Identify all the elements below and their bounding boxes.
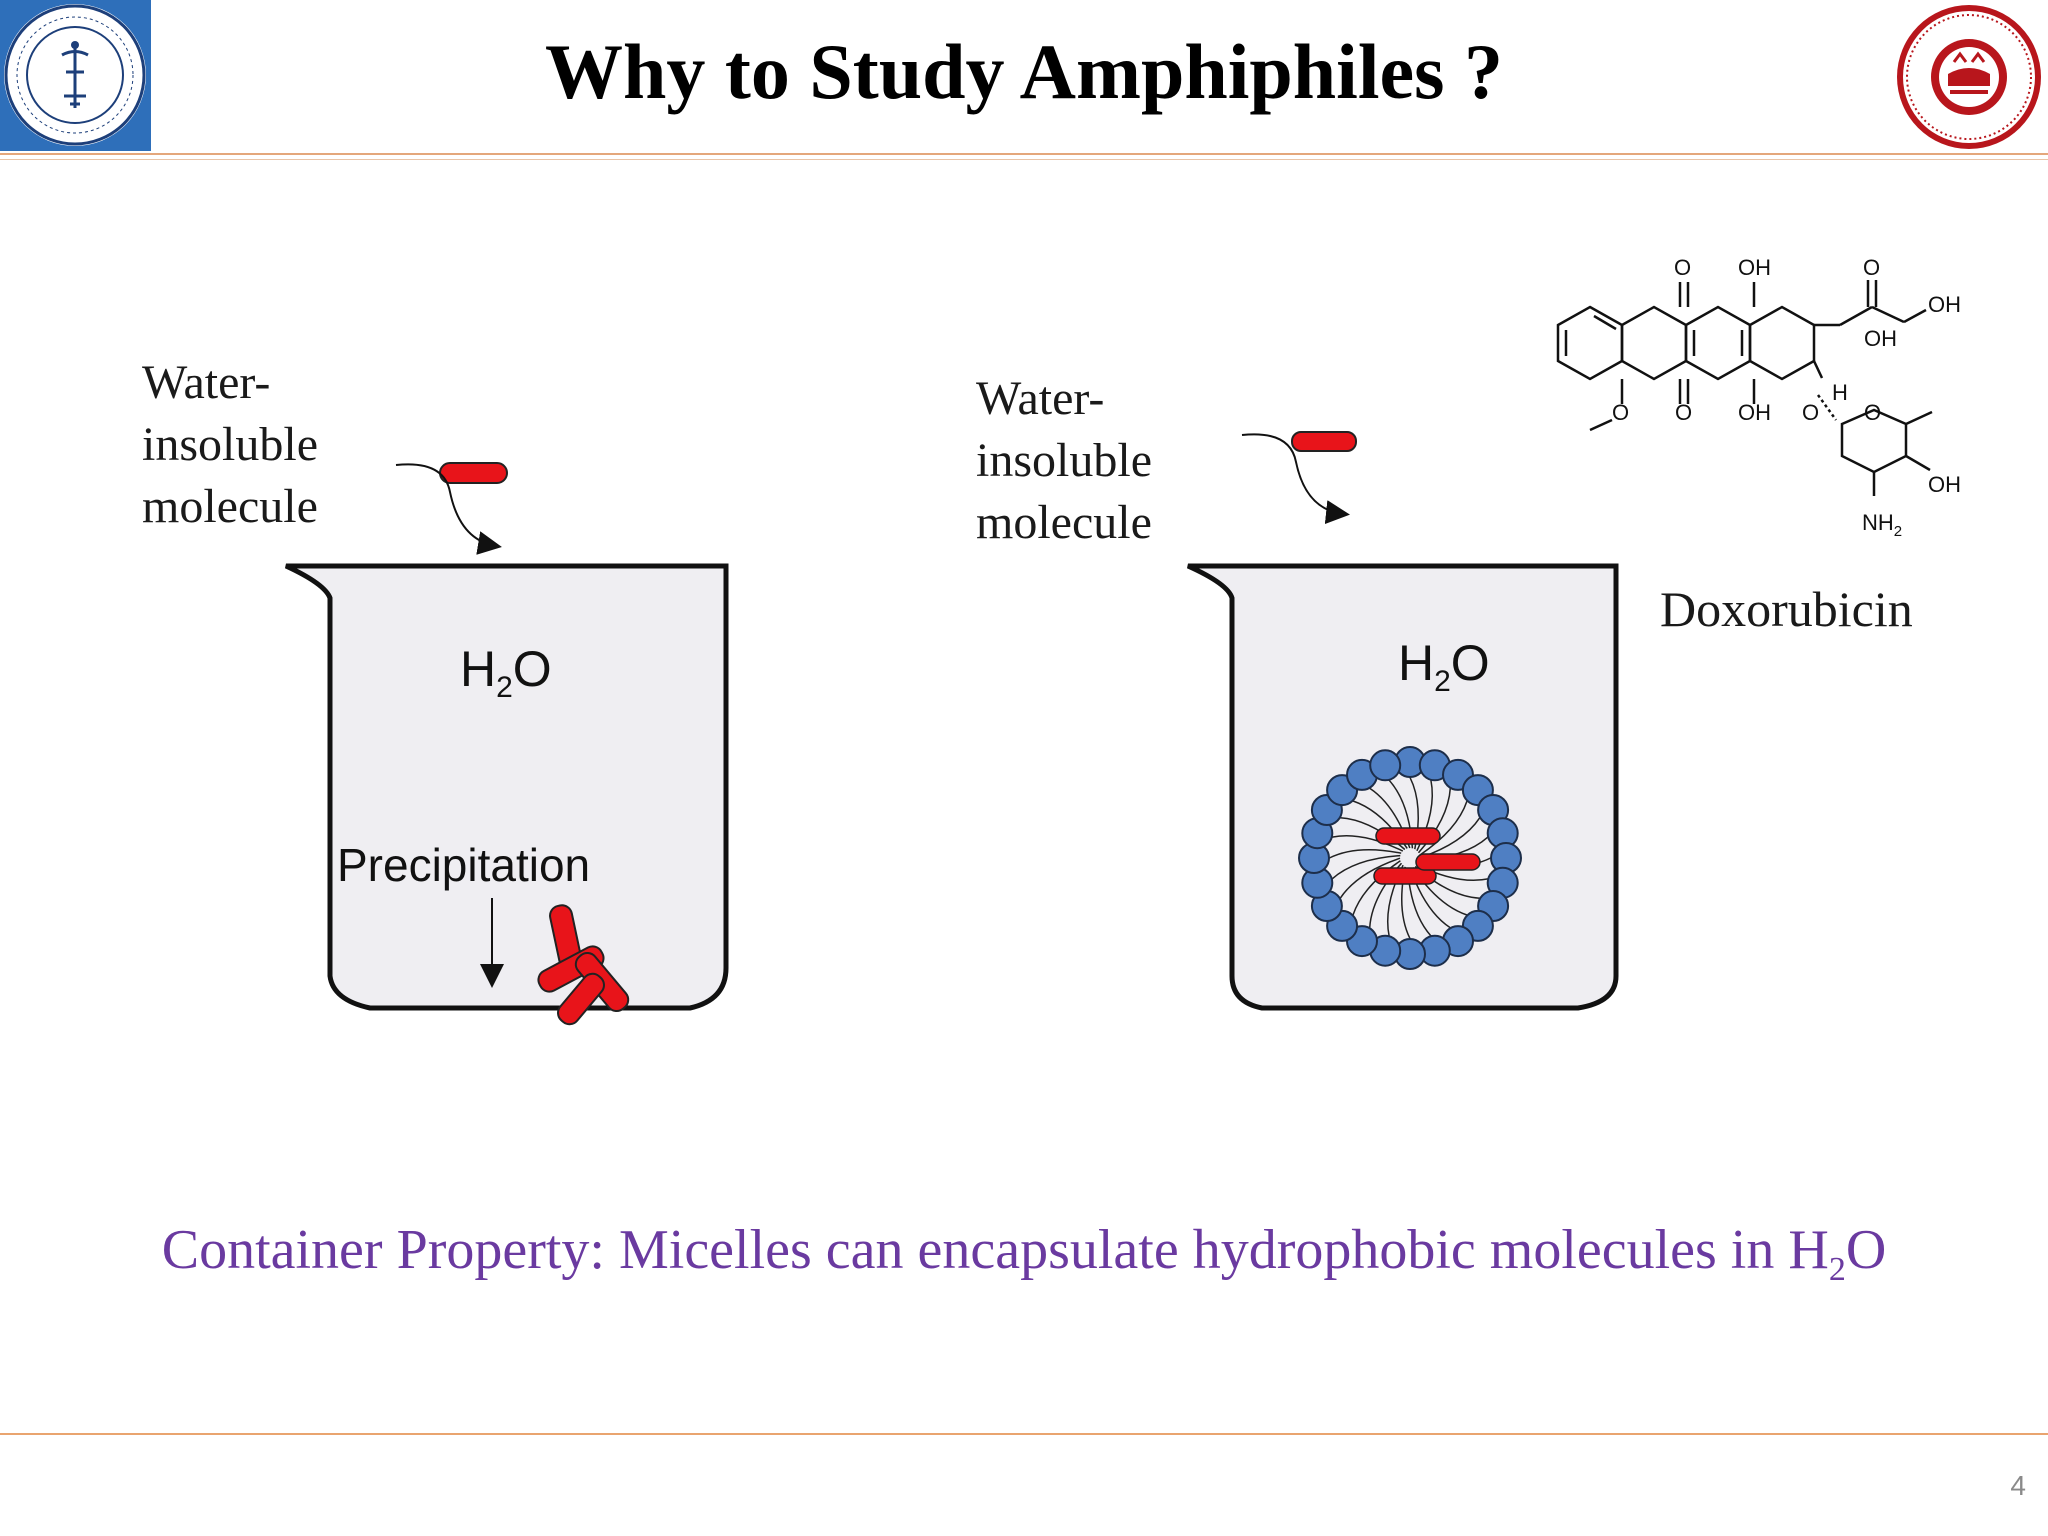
atom-label: OH — [1864, 326, 1897, 351]
surfactant-tail — [1331, 854, 1401, 880]
atom-label: O — [1675, 400, 1692, 425]
jadavpur-logo — [1890, 2, 2048, 152]
left-curved-arrow — [395, 463, 502, 555]
right-floating-drug — [1291, 431, 1357, 452]
surfactant-tail — [1419, 800, 1468, 856]
right-curved-arrow — [1241, 433, 1350, 525]
atom-label: O — [1863, 255, 1880, 280]
atom-label: OH — [1928, 292, 1961, 317]
precipitate-rod — [557, 972, 605, 1026]
slide-title: Why to Study Amphiphiles ? — [545, 28, 1503, 115]
page-number: 4 — [2010, 1470, 2026, 1501]
atom-label: OH — [1738, 400, 1771, 425]
surfactant-tail — [1329, 849, 1402, 859]
left-floating-drug — [439, 462, 508, 484]
right-molecule-label: Water- insoluble molecule — [976, 372, 1152, 549]
container-property-text: Container Property: Micelles can encapsu… — [161, 1219, 1887, 1289]
atom-label: H — [1832, 380, 1848, 405]
micelle — [1298, 746, 1522, 970]
atom-label: OH — [1738, 255, 1771, 280]
atom-label: O — [1802, 400, 1819, 425]
encapsulated-drug — [1375, 827, 1441, 845]
jadavpur-seal-icon — [1897, 5, 2041, 149]
right-solvent-label: H2O — [1398, 635, 1490, 698]
atom-label: O — [1674, 255, 1691, 280]
atom-label: O — [1612, 400, 1629, 425]
bottom-divider — [0, 1433, 2048, 1435]
precipitation-label: Precipitation — [337, 839, 591, 891]
encapsulated-drug — [1415, 853, 1481, 871]
iacs-logo — [0, 0, 151, 151]
doxorubicin-structure — [1556, 280, 1933, 496]
top-divider-thin — [0, 159, 2048, 160]
iacs-seal-icon — [4, 4, 146, 146]
surfactant-tail — [1331, 834, 1404, 852]
top-divider — [0, 153, 2048, 155]
surfactant-head — [1369, 749, 1402, 782]
left-molecule-label: Water- insoluble molecule — [142, 356, 318, 533]
surfactant-tail — [1417, 788, 1452, 854]
surfactant-tail — [1352, 860, 1401, 916]
surfactant-tail — [1339, 857, 1401, 899]
left-solvent-label: H2O — [460, 641, 552, 704]
atom-label-nh2: NH2 — [1862, 510, 1902, 540]
molecule-name: Doxorubicin — [1660, 581, 1913, 637]
doxorubicin-labels: O OH O OH OH O O OH O H O OH NH2 — [1612, 255, 1961, 540]
atom-label: O — [1864, 400, 1881, 425]
encapsulated-drug — [1373, 867, 1437, 885]
atom-label: OH — [1928, 472, 1961, 497]
left-beaker — [284, 563, 729, 1011]
